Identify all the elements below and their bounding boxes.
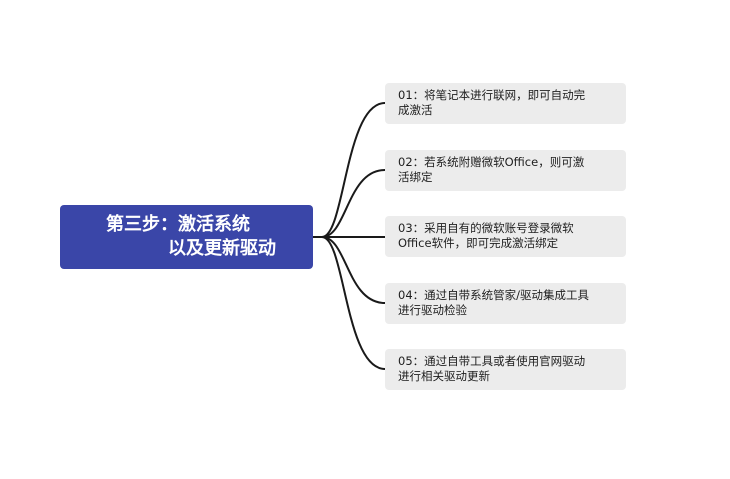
branch-04-text-line2: 进行驱动检验 xyxy=(398,303,467,317)
root-node[interactable]: 第三步：激活系统 以及更新驱动 xyxy=(60,205,313,269)
branch-node-01[interactable]: 01：将笔记本进行联网，即可自动完 成激活 xyxy=(385,83,626,124)
connector-branch-4 xyxy=(321,236,386,304)
branch-05-text-line2: 进行相关驱动更新 xyxy=(398,369,490,383)
connector-branch-1 xyxy=(321,102,386,238)
branch-node-03[interactable]: 03：采用自有的微软账号登录微软 Office软件，即可完成激活绑定 xyxy=(385,216,626,257)
root-title-line1: 第三步：激活系统 xyxy=(106,214,250,235)
branch-03-text-line2: Office软件，即可完成激活绑定 xyxy=(398,236,559,250)
branch-node-04[interactable]: 04：通过自带系统管家/驱动集成工具 进行驱动检验 xyxy=(385,283,626,324)
branch-02-text-line2: 活绑定 xyxy=(398,170,433,184)
root-title-line2: 以及更新驱动 xyxy=(168,238,276,259)
branch-01-text-line2: 成激活 xyxy=(398,103,433,117)
branch-05-text-line1: 05：通过自带工具或者使用官网驱动 xyxy=(398,354,586,368)
branch-node-05[interactable]: 05：通过自带工具或者使用官网驱动 进行相关驱动更新 xyxy=(385,349,626,390)
connector-branch-2 xyxy=(321,169,386,238)
branch-04-text-line1: 04：通过自带系统管家/驱动集成工具 xyxy=(398,288,590,302)
branch-node-02[interactable]: 02：若系统附赠微软Office，则可激 活绑定 xyxy=(385,150,626,191)
branch-01-text-line1: 01：将笔记本进行联网，即可自动完 xyxy=(398,88,586,102)
branch-03-text-line1: 03：采用自有的微软账号登录微软 xyxy=(398,221,574,235)
connector-branch-5 xyxy=(321,236,386,370)
branch-02-text-line1: 02：若系统附赠微软Office，则可激 xyxy=(398,155,585,169)
